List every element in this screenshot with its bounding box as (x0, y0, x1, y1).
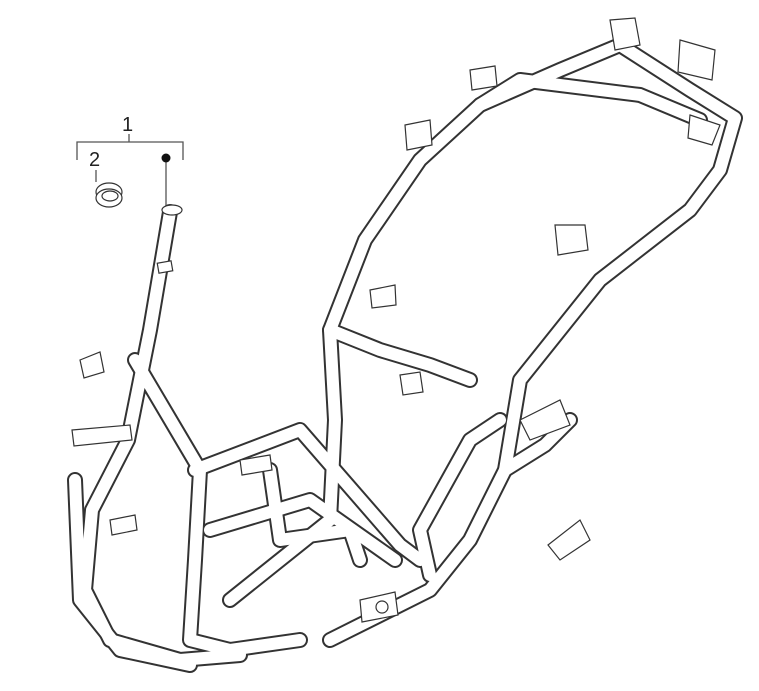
leader-dot (161, 153, 171, 163)
frame-brackets (71, 17, 721, 623)
callout-2: 2 (89, 149, 100, 171)
steering-bearing-ring (95, 182, 123, 208)
frame (75, 45, 735, 665)
callout-group (76, 134, 184, 212)
bracket-line (76, 141, 184, 160)
callout-1: 1 (122, 114, 133, 136)
